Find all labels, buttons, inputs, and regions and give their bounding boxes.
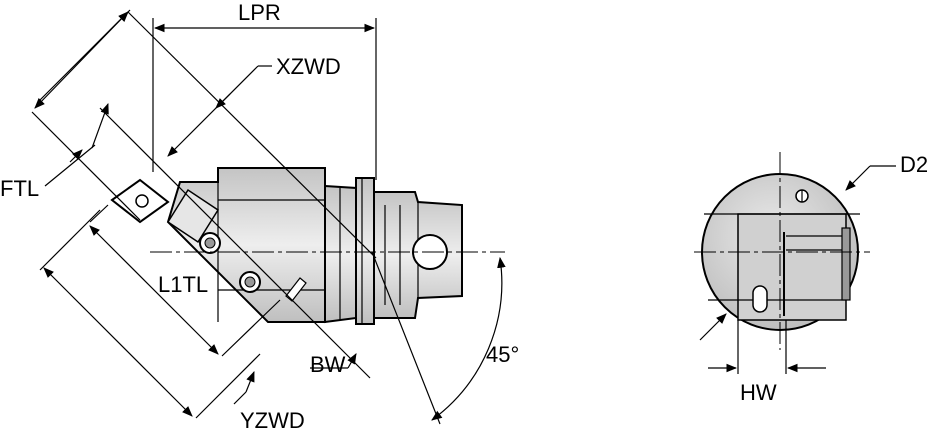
side-dimensions [31,9,506,425]
label-bw: BW [310,352,346,377]
end-dimensions [699,165,896,374]
label-lpr: LPR [238,0,281,25]
label-xzwd: XZWD [276,54,341,79]
label-d2: D2 [900,152,928,177]
label-hw: HW [740,380,777,405]
label-l1tl: L1TL [158,272,208,297]
flange [355,177,375,325]
label-yzwd: YZWD [240,408,305,433]
head-block [166,167,326,323]
label-ftl: FTL [0,176,39,201]
label-angle: 45° [486,342,519,367]
end-view [694,152,870,350]
